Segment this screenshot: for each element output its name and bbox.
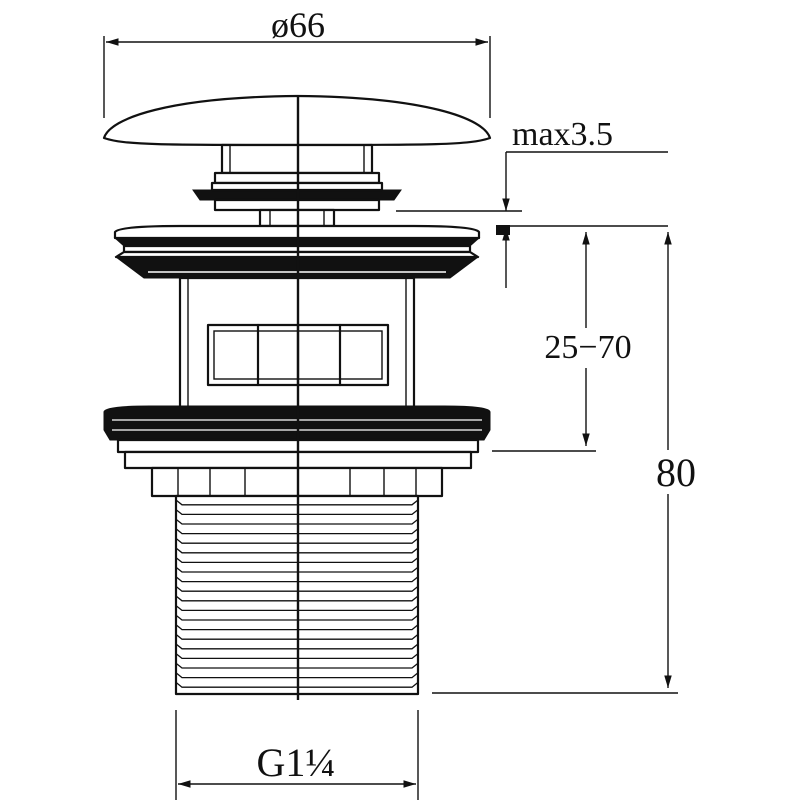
dimension-range: 25−70 xyxy=(492,232,640,452)
height-label: 80 xyxy=(656,450,696,495)
max-thickness-label: max3.5 xyxy=(512,116,613,153)
dimension-max-thickness: max3.5 xyxy=(396,116,668,288)
dimension-height: 80 xyxy=(432,232,696,694)
range-label: 25−70 xyxy=(544,329,631,366)
diameter-label: ø66 xyxy=(271,5,325,45)
dimension-thread: G1¼ xyxy=(175,710,419,800)
dimension-diameter: ø66 xyxy=(103,5,491,118)
thread-label: G1¼ xyxy=(257,740,336,785)
